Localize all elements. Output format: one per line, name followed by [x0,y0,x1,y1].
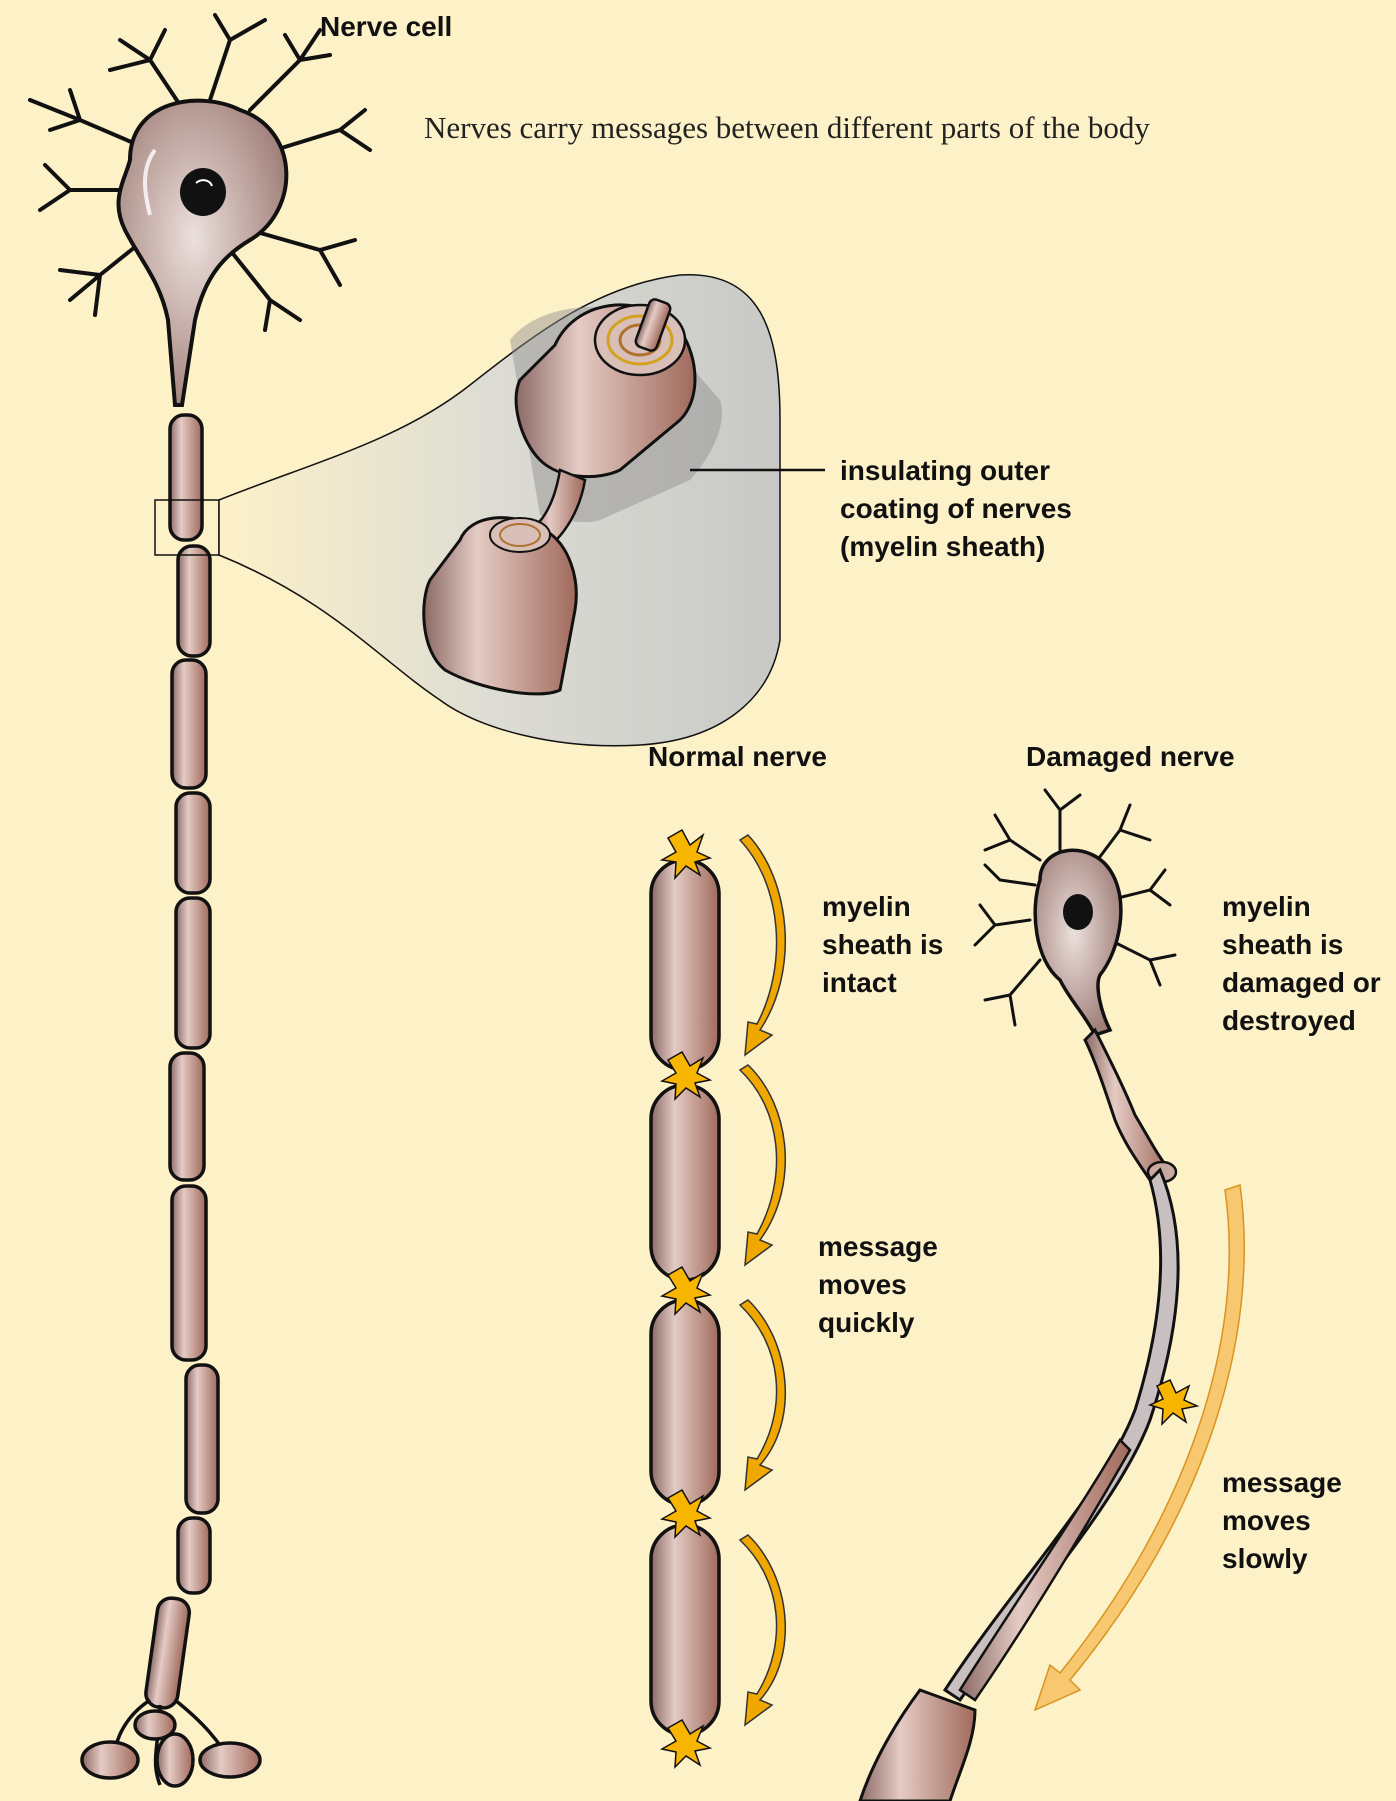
axon-segment [172,660,206,788]
axon-segment [170,1053,204,1180]
node-spark [662,1720,710,1767]
axon-segment [178,1518,210,1593]
axon-segment [170,415,202,540]
axon-segment [172,1186,206,1360]
signal-arrow [740,1065,785,1265]
myelin-segment [651,1300,719,1505]
exposed-axon [945,1170,1178,1700]
myelin-segment [651,860,719,1070]
axon-segment [144,1596,191,1709]
signal-arrow [740,1535,785,1725]
axon-segment [178,546,210,656]
nucleus [180,168,226,216]
damaged-nerve-label: Damaged nerve [1026,738,1235,776]
axon-segment [176,793,210,893]
damaged-spark [1150,1380,1197,1424]
axon-segment [186,1365,218,1513]
nerve-cell [30,15,370,1786]
diagram-title: Nerves carry messages between different … [424,110,1150,146]
intact-label: myelin sheath is intact [822,888,962,1002]
axon [144,415,218,1710]
myelin-segment [651,1525,719,1735]
damaged-cell-body [1035,850,1121,1035]
axon-segment [176,898,210,1048]
myelin-magnified-view [219,275,825,746]
moves-slowly-label: message moves slowly [1222,1464,1396,1578]
damaged-end-segment [860,1690,975,1801]
myelin-segment [651,1085,719,1280]
damaged-myelin [1085,1030,1170,1180]
signal-arrow [740,1300,785,1490]
signal-arrow [740,835,785,1055]
slow-signal-arrow [1035,1185,1244,1710]
moves-quickly-label: message moves quickly [818,1228,958,1342]
normal-nerve-label: Normal nerve [648,738,827,776]
damaged-nucleus [1063,894,1093,930]
cell-body [119,101,287,405]
axon-terminal [82,1700,260,1786]
nerve-cell-label: Nerve cell [320,8,452,46]
damaged-label: myelin sheath is damaged or destroyed [1222,888,1382,1040]
normal-nerve [651,830,785,1767]
myelin-sheath-label: insulating outer coating of nerves (myel… [840,452,1140,566]
